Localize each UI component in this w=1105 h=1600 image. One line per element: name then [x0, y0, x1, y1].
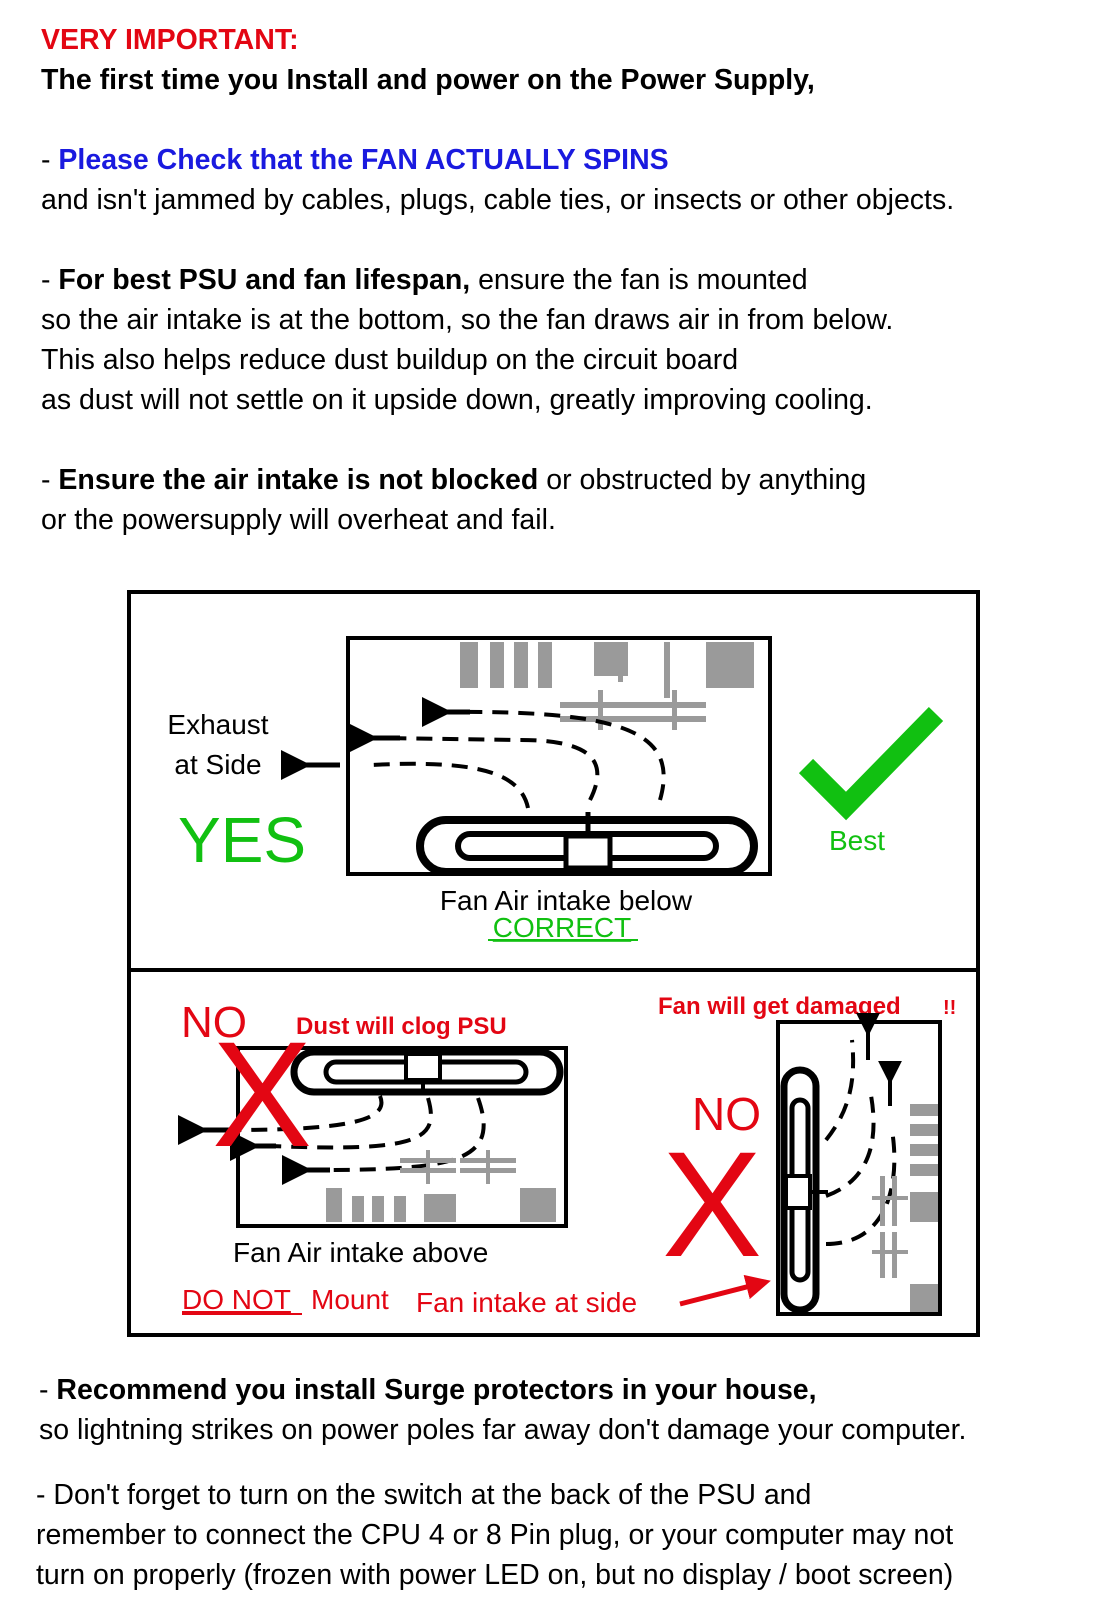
exhaust-label-2: at Side — [174, 749, 261, 780]
no-right-label: NO — [692, 1088, 761, 1140]
intake-below-label: Fan Air intake below — [440, 885, 693, 916]
best-label: Best — [829, 825, 885, 856]
yes-label: YES — [178, 804, 306, 876]
circuit-component-icon — [326, 1150, 556, 1222]
check-mark-icon — [798, 707, 944, 821]
lifespan-line4: as dust will not settle on it upside dow… — [41, 384, 873, 416]
blocked-heading: Ensure the air intake is not blocked — [58, 464, 539, 496]
dust-clog-label: Dust will clog PSU — [296, 1013, 507, 1040]
switch-line1: - Don't forget to turn on the switch at … — [36, 1479, 812, 1511]
intake-above-label: Fan Air intake above — [233, 1237, 488, 1268]
mount-label: Mount — [311, 1284, 389, 1315]
correct-label: CORRECT — [493, 912, 631, 943]
psu-box-side — [776, 1012, 942, 1316]
important-subtitle: The first time you Install and power on … — [41, 64, 815, 96]
surge-line1: - Recommend you install Surge protectors… — [39, 1370, 817, 1410]
fan-icon — [416, 812, 758, 876]
do-not-label: DO NOT — [182, 1284, 291, 1315]
lifespan-line2: so the air intake is at the bottom, so t… — [41, 304, 894, 336]
blocked-rest: or obstructed by anything — [538, 464, 867, 496]
psu-box-correct — [281, 636, 772, 876]
fan-spins-line2: and isn't jammed by cables, plugs, cable… — [41, 184, 955, 216]
bullet-dash: - — [39, 1374, 49, 1406]
bullet-dash: - — [41, 144, 51, 176]
bullet-dash: - — [41, 264, 51, 296]
important-label: VERY IMPORTANT: — [41, 24, 299, 56]
x-mark-icon: X — [212, 1010, 312, 1178]
exclaim-label: !! — [943, 997, 956, 1019]
blocked-line1: - Ensure the air intake is not blocked o… — [41, 460, 866, 500]
surge-heading: Recommend you install Surge protectors i… — [56, 1374, 817, 1406]
fan-spins-heading: Please Check that the FAN ACTUALLY SPINS — [58, 144, 669, 176]
switch-line2: remember to connect the CPU 4 or 8 Pin p… — [36, 1519, 954, 1551]
blocked-line2: or the powersupply will overheat and fai… — [41, 504, 556, 536]
no-left-label: NO — [181, 998, 247, 1047]
bullet-dash: - — [41, 464, 51, 496]
circuit-component-icon — [872, 1104, 938, 1312]
diagram-frame — [127, 590, 980, 1337]
lifespan-line3: This also helps reduce dust buildup on t… — [41, 344, 739, 376]
fan-icon — [776, 1066, 828, 1314]
circuit-component-icon — [460, 642, 754, 730]
switch-line3: turn on properly (frozen with power LED … — [36, 1559, 954, 1591]
fan-spins-line1: - Please Check that the FAN ACTUALLY SPI… — [41, 140, 669, 180]
x-mark-icon: X — [662, 1120, 762, 1288]
lifespan-line1: - For best PSU and fan lifespan, ensure … — [41, 260, 808, 300]
psu-box-upside-down — [178, 1046, 568, 1228]
lifespan-heading: For best PSU and fan lifespan, — [58, 264, 471, 296]
arrow-icon — [679, 1274, 771, 1307]
surge-line2: so lightning strikes on power poles far … — [39, 1414, 967, 1446]
exhaust-label: Exhaust — [167, 709, 268, 740]
lifespan-rest: ensure the fan is mounted — [470, 264, 808, 296]
intake-side-label: Fan intake at side — [416, 1287, 637, 1318]
fan-icon — [290, 1046, 564, 1096]
fan-damaged-label: Fan will get damaged — [658, 993, 901, 1020]
